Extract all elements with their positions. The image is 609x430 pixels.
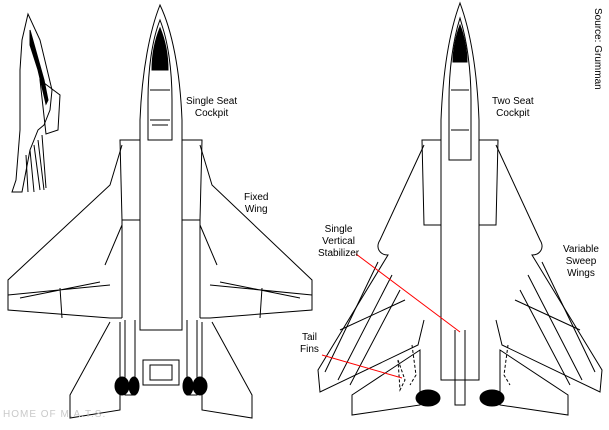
stabilizer-leader-line: [355, 253, 461, 333]
source-credit: Source: Grumman: [592, 8, 603, 90]
two-seat-aircraft: [317, 1, 603, 416]
footer-watermark: HOME OF M.A.T.S.: [3, 409, 107, 420]
side-profile-view: [11, 12, 61, 193]
tail-fins-leader-line: [321, 354, 403, 379]
single-seat-aircraft: [7, 3, 313, 419]
